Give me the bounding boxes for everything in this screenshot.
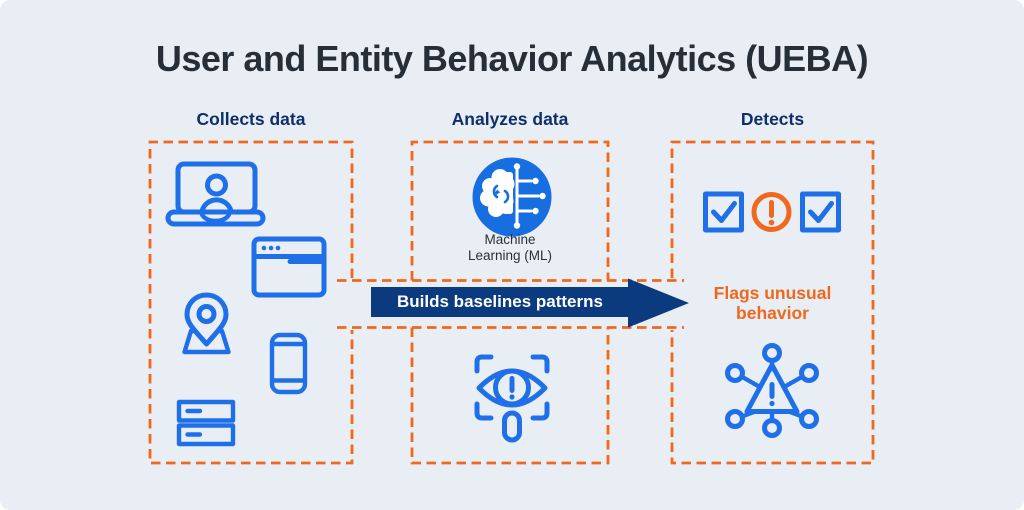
smartphone-icon bbox=[269, 332, 308, 395]
ml-caption-line2: Learning (ML) bbox=[467, 248, 553, 263]
flags-unusual-behavior-caption: Flags unusual behavior bbox=[672, 283, 873, 323]
detects-heading: Detects bbox=[740, 109, 805, 129]
anomaly-network-icon bbox=[725, 343, 819, 438]
eye-scan-icon bbox=[474, 354, 550, 443]
checkbox-checked-icon bbox=[703, 191, 744, 233]
alert-exclamation-icon bbox=[751, 192, 792, 232]
browser-window-icon bbox=[251, 236, 327, 298]
machine-learning-icon bbox=[472, 157, 552, 237]
arrow-label: Builds baselines patterns bbox=[397, 292, 603, 311]
collects-box-border bbox=[148, 140, 354, 465]
analyzes-data-heading: Analyzes data bbox=[451, 109, 569, 129]
flow-arrow bbox=[371, 278, 689, 328]
detects-box-border bbox=[670, 140, 875, 465]
machine-learning-caption: Machine Learning (ML) bbox=[412, 232, 608, 264]
flags-caption-line2: behavior bbox=[736, 303, 809, 323]
laptop-user-icon bbox=[165, 161, 266, 227]
analyzes-bottom-box-border bbox=[410, 327, 610, 465]
checkbox-checked-icon bbox=[800, 191, 841, 233]
page-title: User and Entity Behavior Analytics (UEBA… bbox=[155, 38, 869, 79]
flags-caption-line1: Flags unusual bbox=[713, 283, 832, 303]
location-pin-icon bbox=[182, 292, 231, 355]
server-stack-icon bbox=[176, 399, 236, 447]
ml-caption-line1: Machine bbox=[484, 232, 536, 247]
collects-data-heading: Collects data bbox=[196, 109, 306, 129]
analyzes-top-box-border bbox=[410, 140, 610, 281]
